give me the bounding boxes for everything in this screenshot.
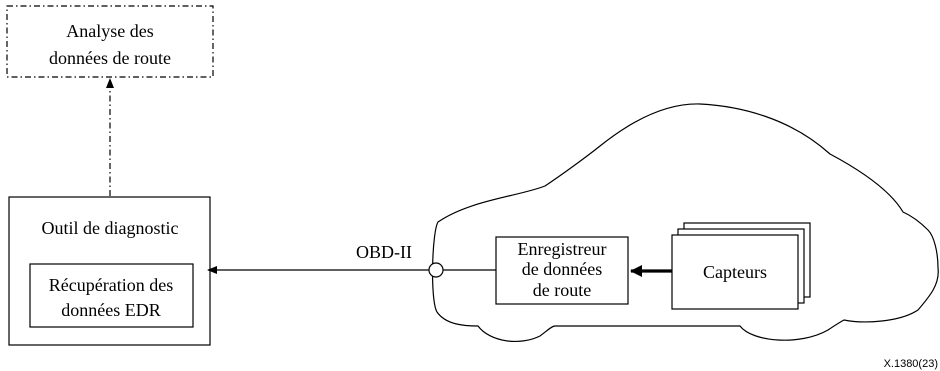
analysis-label-line1: Analyse des <box>66 21 153 41</box>
obd-connector <box>428 262 444 278</box>
figure-reference: X.1380(23) <box>884 358 938 370</box>
recorder-line3: de route <box>533 280 591 300</box>
recorder-line2: de données <box>522 259 602 279</box>
recorder-line1: Enregistreur <box>518 239 607 259</box>
analysis-box <box>6 5 214 78</box>
sensors-label: Capteurs <box>703 262 767 282</box>
edr-retrieval-line2: données EDR <box>61 300 160 320</box>
edr-retrieval-box <box>29 263 194 328</box>
edr-recorder-box <box>495 236 629 305</box>
edr-retrieval-line1: Récupération des <box>49 275 173 295</box>
car-outline <box>432 103 939 343</box>
obd-label: OBD-II <box>356 242 412 262</box>
analysis-label-line2: données de route <box>49 48 171 68</box>
diagnostic-tool-title: Outil de diagnostic <box>42 218 179 238</box>
sensor-box-front <box>671 234 799 310</box>
